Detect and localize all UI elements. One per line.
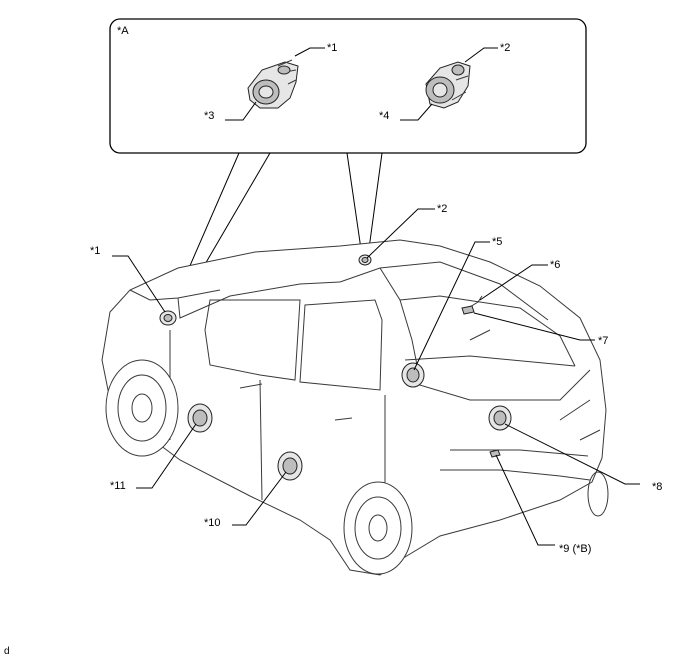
rear-door-speaker — [277, 451, 303, 481]
callout-3: *3 — [204, 110, 214, 122]
callout-1-inset: *1 — [327, 42, 337, 54]
rear-bumper-wheel — [587, 471, 609, 517]
rear-speaker-right — [488, 405, 512, 431]
callout-10: *10 — [204, 517, 221, 529]
callout-1: *1 — [90, 245, 100, 257]
rear-speaker-left — [401, 362, 425, 388]
front-tweeter — [159, 310, 177, 326]
callout-2: *2 — [437, 203, 447, 215]
inset-tweeter-rear — [425, 61, 471, 109]
rear-camera — [489, 449, 501, 458]
inset-tweeter-front — [247, 59, 299, 109]
inset-detail-box: *A — [109, 18, 587, 154]
footer-mark: d — [4, 646, 10, 657]
callout-4: *4 — [379, 110, 389, 122]
inset-label: *A — [117, 25, 129, 37]
rear-wheel — [343, 481, 413, 575]
front-door-speaker — [187, 403, 213, 433]
callout-8: *8 — [652, 481, 662, 493]
callout-5: *5 — [492, 236, 502, 248]
callout-7: *7 — [598, 335, 608, 347]
callout-9: *9 (*B) — [559, 543, 591, 555]
callout-2-inset: *2 — [500, 42, 510, 54]
antenna — [461, 295, 483, 315]
front-wheel — [105, 359, 179, 457]
callout-11: *11 — [110, 480, 126, 492]
callout-6: *6 — [550, 259, 560, 271]
